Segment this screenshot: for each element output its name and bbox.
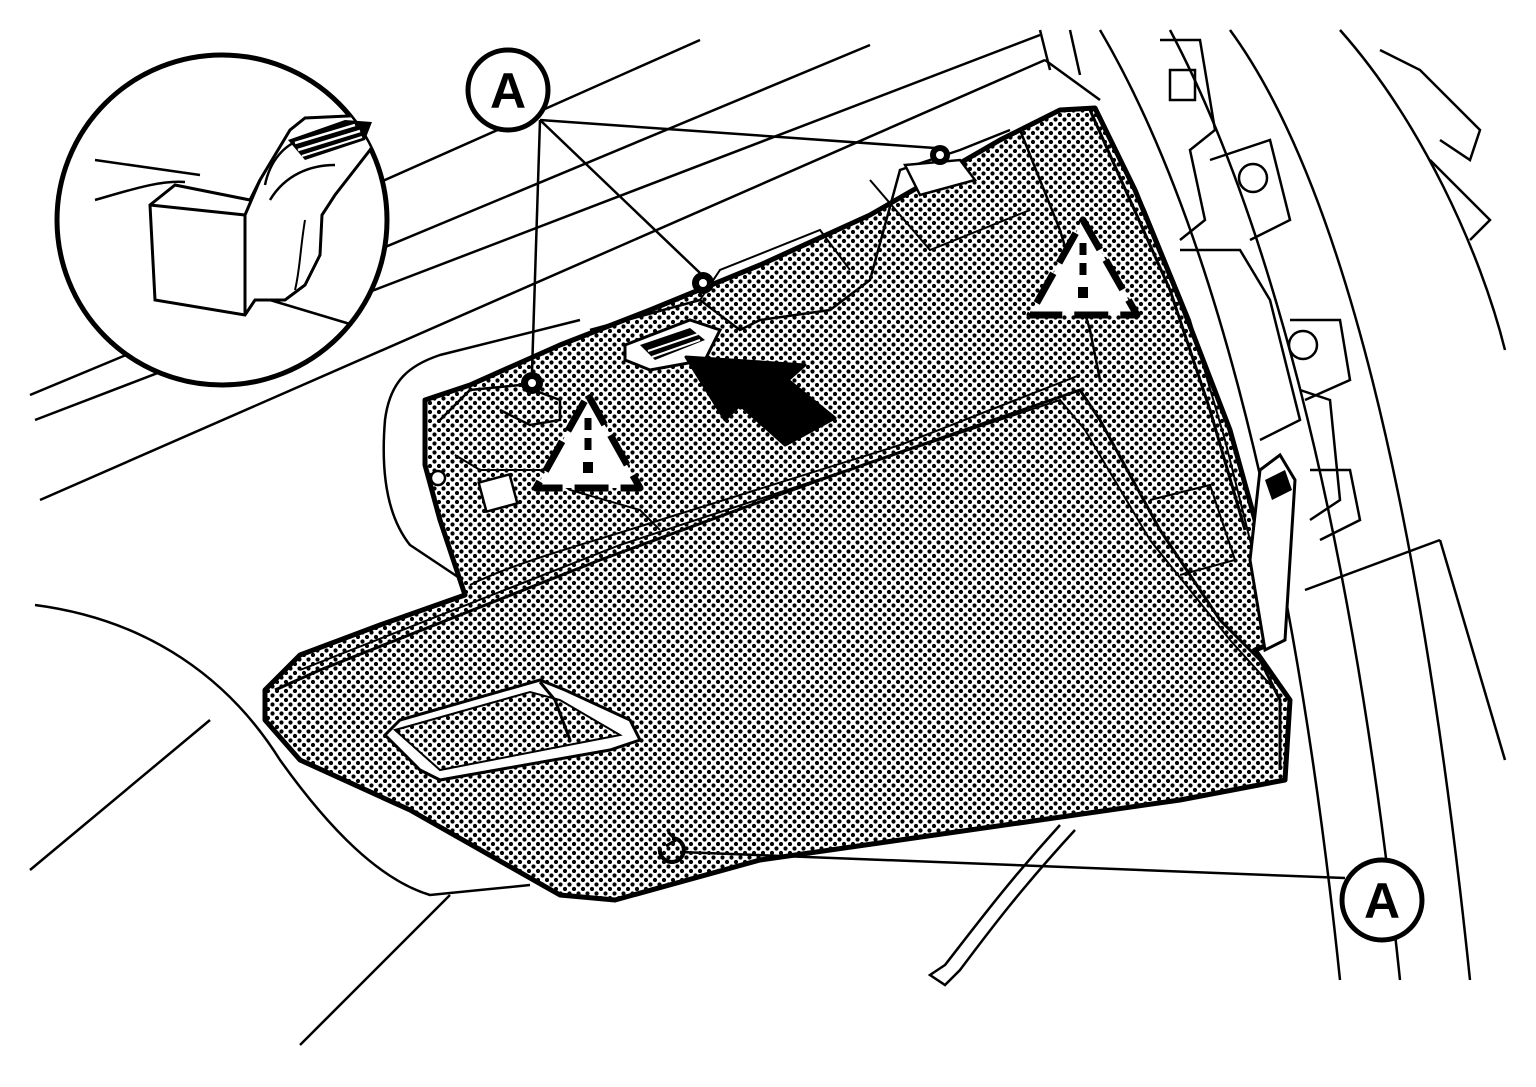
- callout-a-bottom: A: [1339, 857, 1425, 943]
- detail-inset: [54, 52, 390, 388]
- arrow-icon: [684, 355, 837, 447]
- dashed-triangle-warning-icon: [1026, 216, 1141, 319]
- clip-fastener-icon: [657, 830, 686, 864]
- leader-lines: [530, 118, 1346, 880]
- callout-label: A: [490, 63, 526, 119]
- glove-box-panel: [262, 105, 1297, 903]
- dashed-triangle-warning-icon: [532, 391, 644, 492]
- callout-label: A: [1364, 873, 1400, 929]
- callout-a-top: A: [465, 47, 551, 133]
- clips: [521, 145, 950, 864]
